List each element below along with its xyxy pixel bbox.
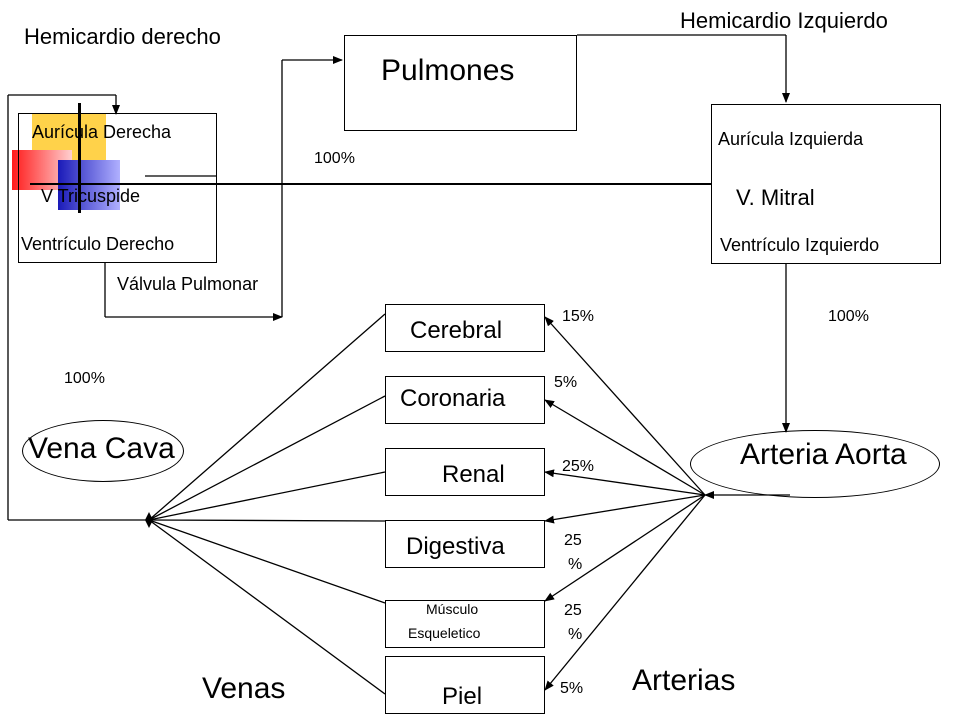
tricuspid-valve-label: V Tricuspide [41, 186, 141, 206]
organ-percent-musculo-line1: 25 [564, 602, 582, 619]
organ-label: Cerebral [410, 317, 503, 344]
organ-percent-digestiva-line1: 25 [564, 532, 582, 549]
right-atrium-label: Aurícula Derecha [32, 122, 172, 142]
organ-box-musculo-esqueletico: Músculo Esqueletico [385, 600, 545, 648]
pulmonary-valve-label: Válvula Pulmonar [117, 274, 259, 294]
veins-heading: Venas [202, 672, 286, 705]
aorta-flow-percent: 100% [828, 308, 869, 325]
left-heart-box: Aurícula Izquierda V. Mitral Ventrículo … [711, 104, 941, 264]
aorta-label: Arteria Aorta [740, 438, 907, 471]
organ-percent-piel: 5% [560, 680, 584, 697]
organ-label-line1: Músculo [426, 601, 479, 617]
vein-hub-node [145, 512, 153, 528]
left-atrium-label: Aurícula Izquierda [718, 129, 864, 149]
right-ventricle-label: Ventrículo Derecho [21, 234, 175, 254]
organ-box-cerebral: Cerebral [385, 304, 545, 352]
organ-percent-digestiva-line2: % [568, 556, 583, 573]
decorative-horizontal-bar [30, 183, 772, 185]
left-ventricle-label: Ventrículo Izquierdo [720, 235, 880, 255]
organ-percent-musculo-line2: % [568, 626, 583, 643]
mitral-valve-label: V. Mitral [736, 185, 815, 210]
organ-label: Piel [442, 683, 483, 710]
vena-cava-oval [22, 420, 184, 482]
organ-percent-cerebral: 15% [562, 308, 595, 325]
vena-cava-flow-percent: 100% [64, 370, 105, 387]
organ-box-coronaria: Coronaria [385, 376, 545, 424]
lungs-box: Pulmones [344, 35, 577, 131]
vena-cava-label: Vena Cava [28, 432, 175, 465]
organ-box-renal: Renal [385, 448, 545, 496]
right-heart-heading: Hemicardio Izquierdo [680, 8, 888, 33]
left-heart-heading: Hemicardio derecho [24, 24, 221, 49]
organ-label: Digestiva [406, 533, 505, 560]
arteries-heading: Arterias [632, 664, 736, 697]
organ-box-digestiva: Digestiva [385, 520, 545, 568]
organ-label: Coronaria [400, 385, 506, 412]
organ-percent-coronaria: 5% [554, 374, 578, 391]
organ-label: Renal [442, 461, 505, 488]
decorative-vertical-bar [78, 103, 81, 213]
organ-box-piel: Piel [385, 656, 545, 714]
decorative-blue-square [58, 160, 120, 210]
lungs-label: Pulmones [381, 54, 515, 87]
lungs-flow-percent: 100% [314, 150, 355, 167]
right-heart-box: Aurícula Derecha V Tricuspide Ventrículo… [18, 113, 217, 263]
organ-percent-renal: 25% [562, 458, 595, 475]
organ-label-line2: Esqueletico [408, 625, 481, 641]
aorta-oval [690, 430, 940, 498]
